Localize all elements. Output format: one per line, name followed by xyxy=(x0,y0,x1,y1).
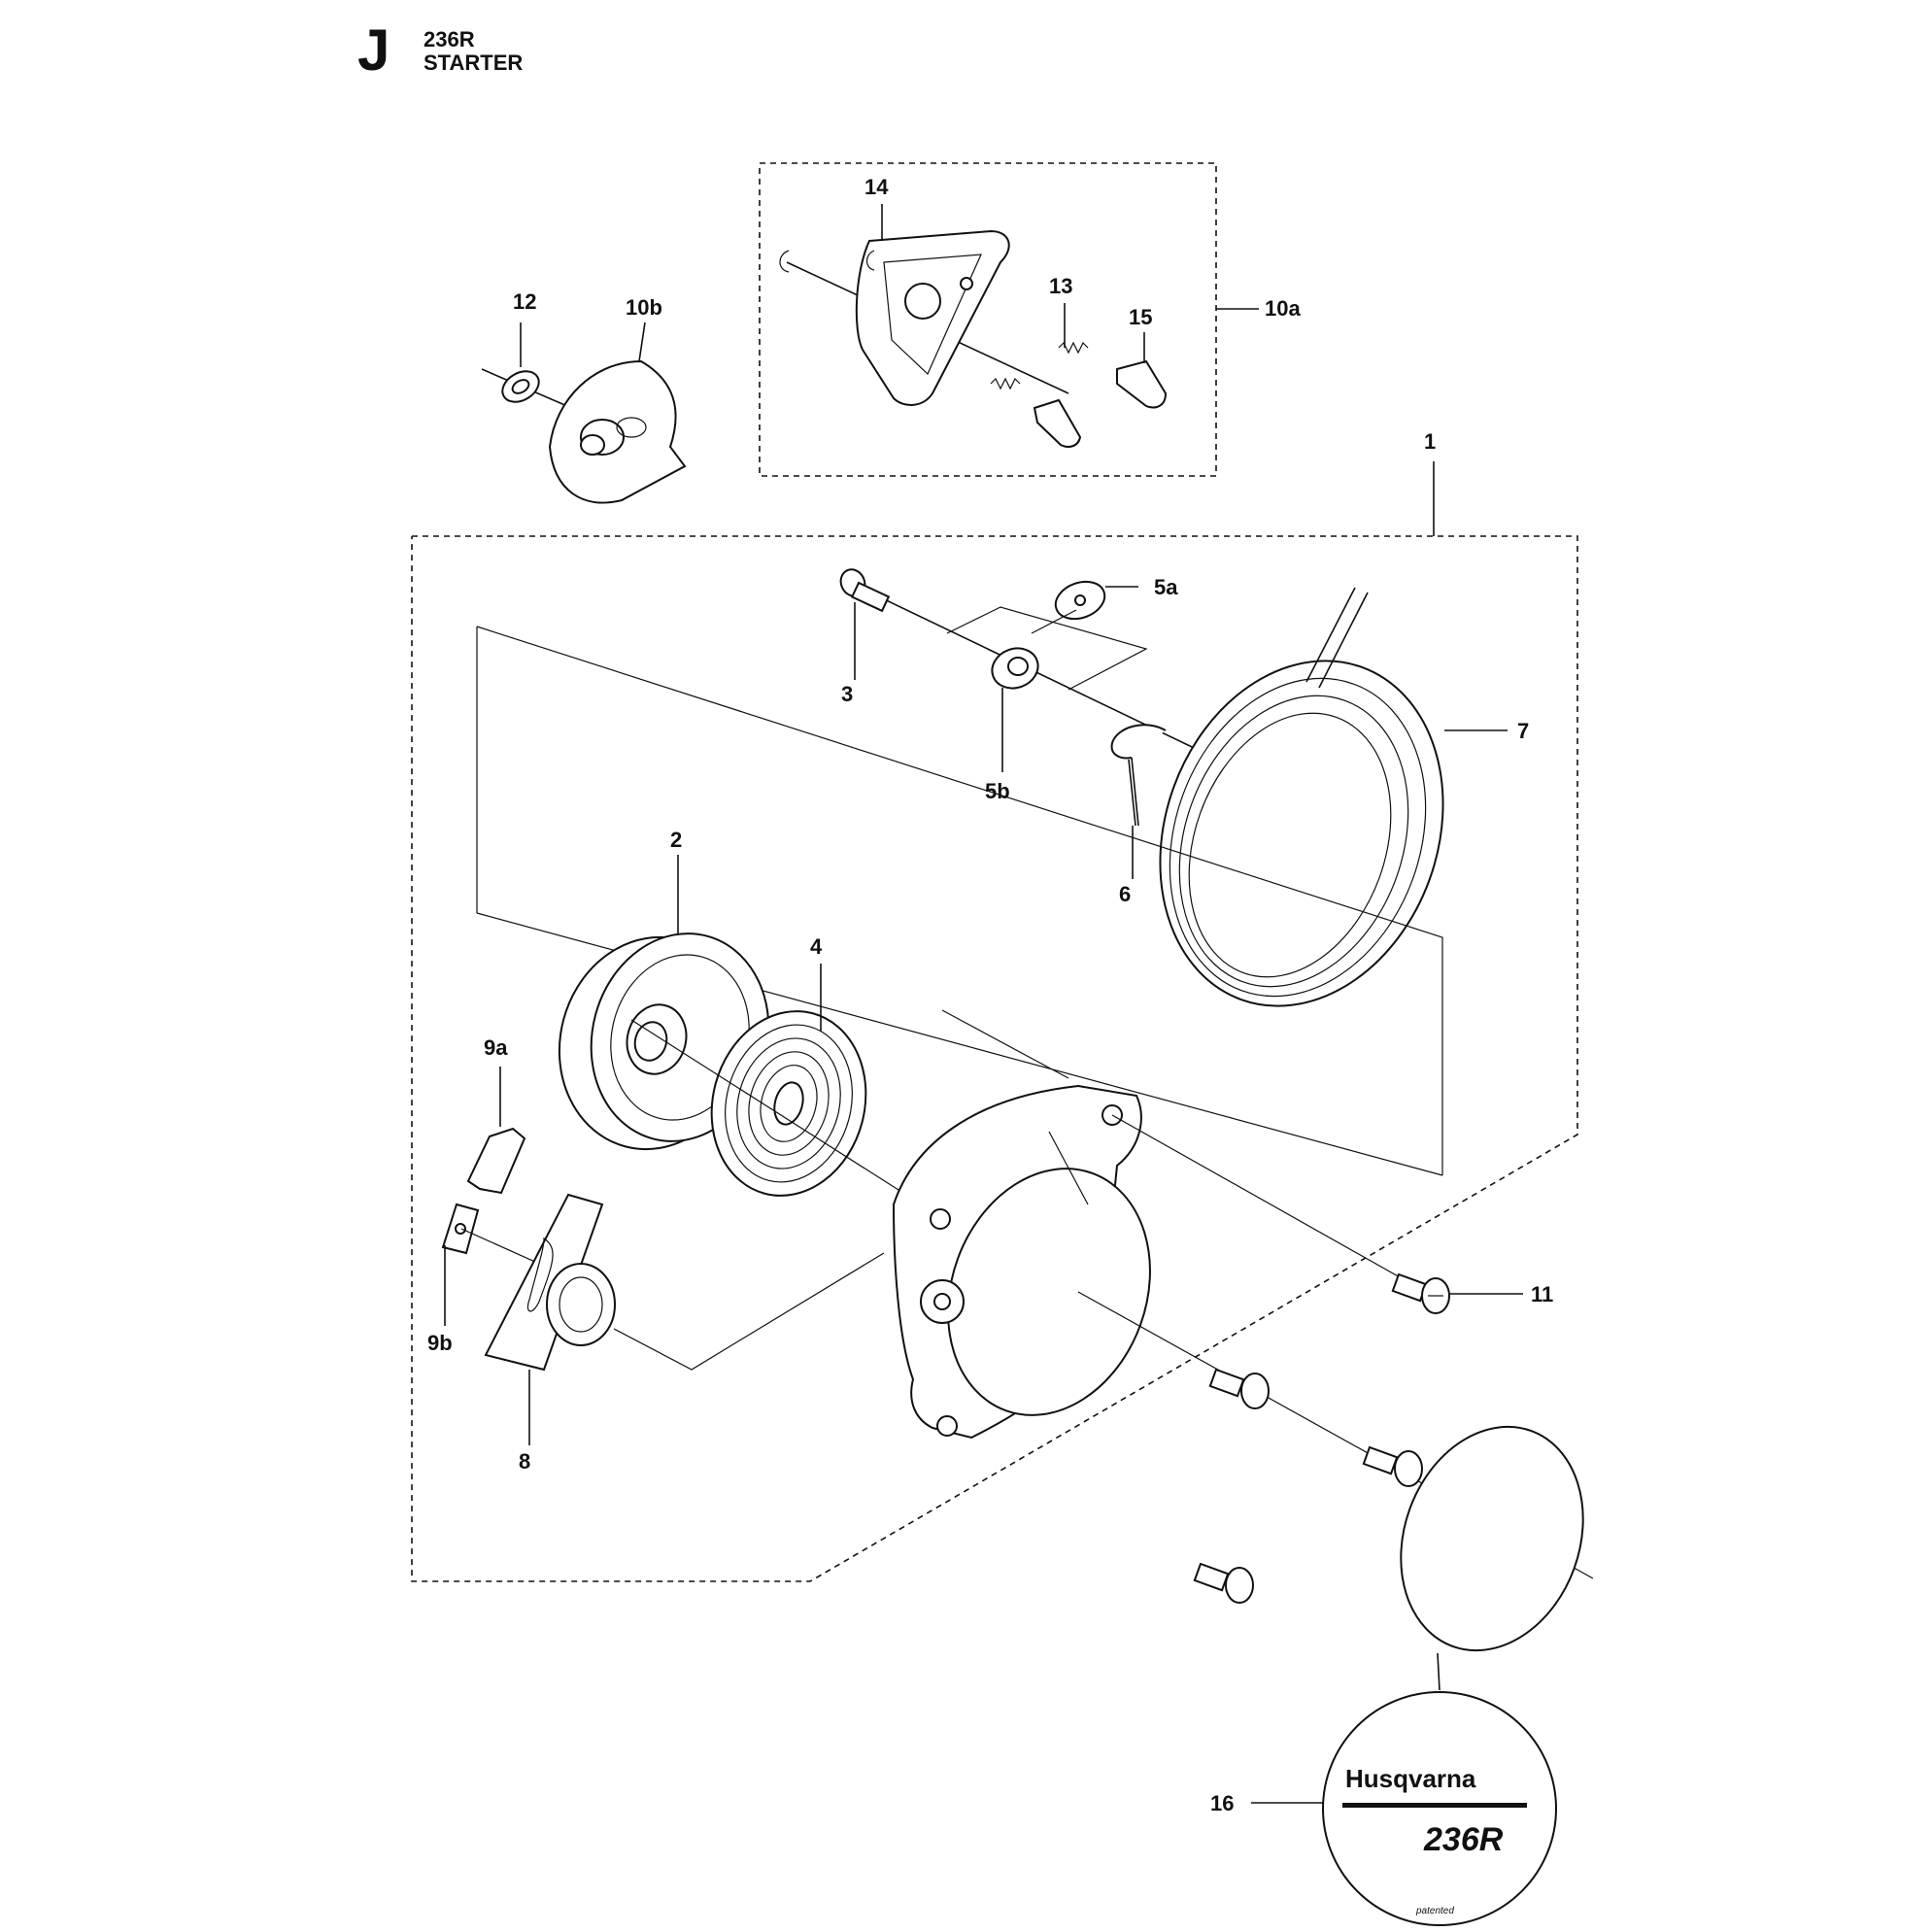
callout-7: 7 xyxy=(1517,719,1529,743)
part-5a-washer xyxy=(1054,580,1106,621)
diagram-title: STARTER xyxy=(424,51,524,75)
leader-16-upper xyxy=(1437,1652,1441,1691)
part-3-screw xyxy=(839,568,891,613)
pawl-lower xyxy=(1033,398,1082,448)
pawl-15 xyxy=(1116,359,1168,409)
decal-brand-text: Husqvarna xyxy=(1345,1764,1476,1793)
callout-2: 2 xyxy=(670,828,682,852)
callout-3: 3 xyxy=(841,682,853,706)
starter-housing xyxy=(892,1084,1151,1440)
part-6-clip xyxy=(1110,724,1167,827)
callout-5a: 5a xyxy=(1154,575,1178,599)
callout-14: 14 xyxy=(864,175,889,199)
decal-model-text: 236R xyxy=(1423,1821,1504,1858)
model-number: 236R xyxy=(424,27,475,51)
callout-8: 8 xyxy=(519,1449,530,1474)
spring-13 xyxy=(990,341,1089,390)
callout-15: 15 xyxy=(1129,305,1152,329)
part-10b-pawl-carrier xyxy=(548,359,687,504)
callout-1: 1 xyxy=(1424,429,1436,454)
group-box-10a xyxy=(759,162,1217,477)
decal-disc-exploded xyxy=(1400,1425,1584,1652)
housing-screw-b xyxy=(1362,1445,1423,1487)
part-4-recoil-spring xyxy=(710,1010,867,1197)
callout-10a: 10a xyxy=(1265,296,1301,321)
part-11-screw xyxy=(1391,1272,1450,1314)
housing-screw-a xyxy=(1208,1368,1270,1409)
part-5b-collar xyxy=(991,647,1039,690)
callout-9b: 9b xyxy=(427,1331,453,1355)
callout-13: 13 xyxy=(1049,274,1072,298)
part-8-bracket xyxy=(484,1193,616,1372)
explode-line-bottom xyxy=(613,1252,885,1371)
decal-note-text: patented xyxy=(1415,1906,1454,1916)
part-9a-pin xyxy=(466,1127,526,1195)
callout-6: 6 xyxy=(1119,882,1131,906)
section-letter: J xyxy=(357,17,390,83)
callout-5b: 5b xyxy=(985,779,1010,803)
callout-12: 12 xyxy=(513,289,536,314)
callout-11: 11 xyxy=(1531,1282,1553,1306)
callout-16: 16 xyxy=(1210,1791,1234,1815)
callout-9a: 9a xyxy=(484,1035,508,1060)
bracket-5a-5b xyxy=(946,606,1148,691)
callout-4: 4 xyxy=(810,934,823,959)
part-10a-pawl-assembly xyxy=(779,229,1168,448)
callout-10b: 10b xyxy=(626,295,662,320)
axis-line-screw-11 xyxy=(1111,1114,1409,1283)
part-12-bushing xyxy=(481,368,584,414)
leader-10b xyxy=(638,322,646,362)
housing-screw-c xyxy=(1193,1562,1254,1604)
explode-line-top xyxy=(476,626,1443,1175)
part-9b-nut xyxy=(441,1203,480,1255)
part-16-decal: Husqvarna 236R patented xyxy=(1322,1691,1557,1926)
part-7-starter-rope xyxy=(1159,587,1444,1007)
